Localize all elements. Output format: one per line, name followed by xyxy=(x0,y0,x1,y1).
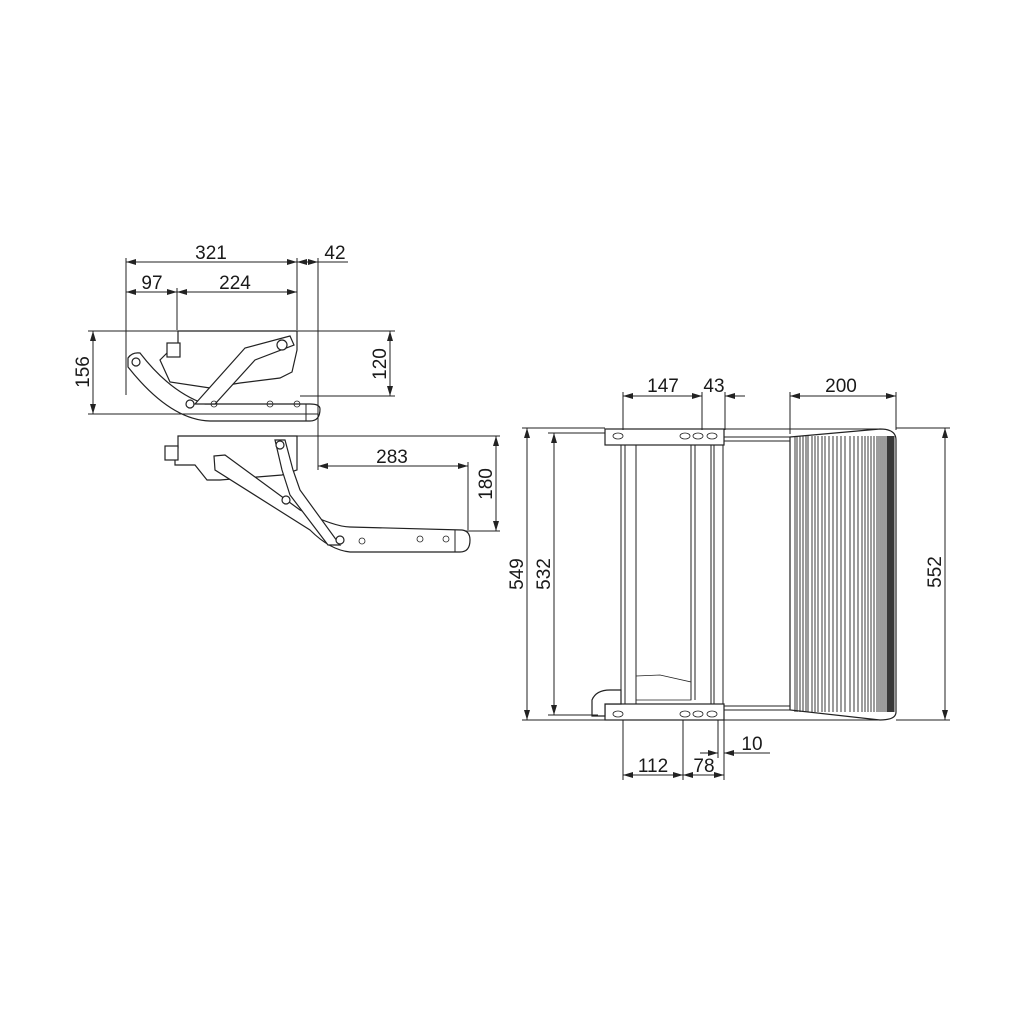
side-view-dimensions xyxy=(88,258,500,532)
dim-step-width: 552 xyxy=(925,556,946,588)
dim-outer-width: 549 xyxy=(507,558,528,590)
dim-offset: 10 xyxy=(741,734,762,755)
dim-step-depth: 200 xyxy=(825,376,857,397)
top-view-step xyxy=(591,428,897,721)
dim-extended-drop: 180 xyxy=(476,468,497,500)
side-view-extended xyxy=(164,435,471,553)
top-view-dimensions xyxy=(522,392,950,780)
dim-bracket-b: 78 xyxy=(693,756,714,777)
dim-offset-a: 97 xyxy=(141,273,162,294)
dim-rail-spacing: 147 xyxy=(647,376,679,397)
dim-overhang: 42 xyxy=(324,243,345,264)
dim-bracket-gap: 43 xyxy=(703,376,724,397)
dim-extension: 283 xyxy=(376,447,408,468)
dim-inner-width: 532 xyxy=(534,558,555,590)
dim-bracket-a: 112 xyxy=(638,756,668,777)
dim-retracted-height: 156 xyxy=(73,356,94,388)
dim-offset-b: 224 xyxy=(219,273,251,294)
dim-retracted-step-drop: 120 xyxy=(370,348,391,380)
side-view-retracted xyxy=(127,330,321,422)
step-tread-slats xyxy=(794,436,895,712)
dim-overall-length: 321 xyxy=(195,243,227,264)
